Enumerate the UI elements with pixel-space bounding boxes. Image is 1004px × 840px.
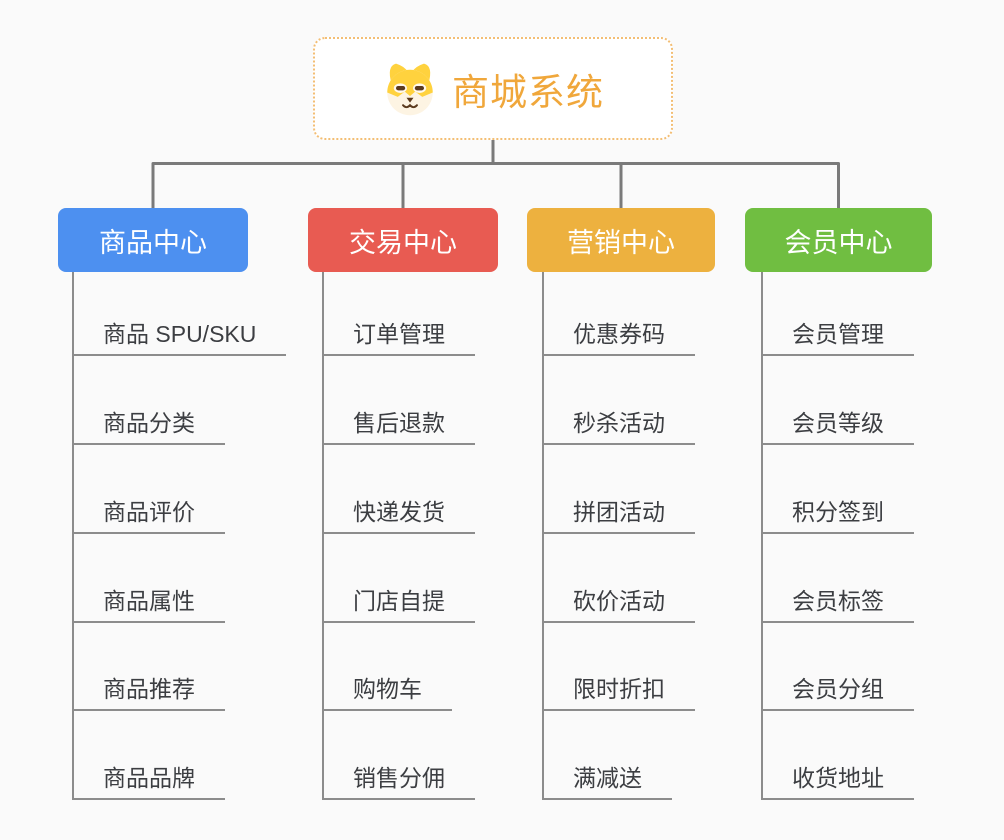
leaf-node[interactable]: 商品评价 <box>72 498 225 534</box>
leaf-node[interactable]: 砍价活动 <box>542 587 695 623</box>
leaf-node[interactable]: 会员分组 <box>761 675 914 711</box>
leaf-node[interactable]: 优惠券码 <box>542 320 695 356</box>
leaf-node[interactable]: 限时折扣 <box>542 675 695 711</box>
root-title: 商城系统 <box>452 71 604 113</box>
leaf-node[interactable]: 会员标签 <box>761 587 914 623</box>
branch-label: 交易中心 <box>349 227 457 258</box>
branch-label: 商品中心 <box>99 227 207 258</box>
leaf-node[interactable]: 会员等级 <box>761 409 914 445</box>
leaf-node[interactable]: 积分签到 <box>761 498 914 534</box>
branch-node-marketing[interactable]: 营销中心 <box>527 208 715 272</box>
leaf-node[interactable]: 会员管理 <box>761 320 914 356</box>
root-node[interactable]: 商城系统 <box>313 37 673 140</box>
branch-label: 营销中心 <box>567 227 675 258</box>
leaf-node[interactable]: 销售分佣 <box>322 764 475 800</box>
leaf-node[interactable]: 售后退款 <box>322 409 475 445</box>
leaf-node[interactable]: 商品属性 <box>72 587 225 623</box>
leaf-node[interactable]: 门店自提 <box>322 587 475 623</box>
leaf-node[interactable]: 商品品牌 <box>72 764 225 800</box>
leaf-node[interactable]: 满减送 <box>542 764 672 800</box>
dog-face-icon <box>382 61 438 117</box>
leaf-node[interactable]: 购物车 <box>322 675 452 711</box>
branch-vertical-line <box>761 272 763 800</box>
branch-vertical-line <box>72 272 74 800</box>
leaf-node[interactable]: 收货地址 <box>761 764 914 800</box>
leaf-node[interactable]: 商品 SPU/SKU <box>72 320 287 356</box>
branch-label: 会员中心 <box>784 227 893 258</box>
leaf-node[interactable]: 商品推荐 <box>72 675 225 711</box>
branch-vertical-line <box>542 272 544 800</box>
branch-node-trade[interactable]: 交易中心 <box>308 208 498 272</box>
leaf-node[interactable]: 商品分类 <box>72 409 225 445</box>
leaf-node[interactable]: 快递发货 <box>322 498 475 534</box>
branch-node-members[interactable]: 会员中心 <box>745 208 932 272</box>
branch-vertical-line <box>322 272 324 800</box>
branch-node-products[interactable]: 商品中心 <box>58 208 248 272</box>
leaf-node[interactable]: 拼团活动 <box>542 498 695 534</box>
leaf-node[interactable]: 订单管理 <box>322 320 475 356</box>
leaf-node[interactable]: 秒杀活动 <box>542 409 695 445</box>
